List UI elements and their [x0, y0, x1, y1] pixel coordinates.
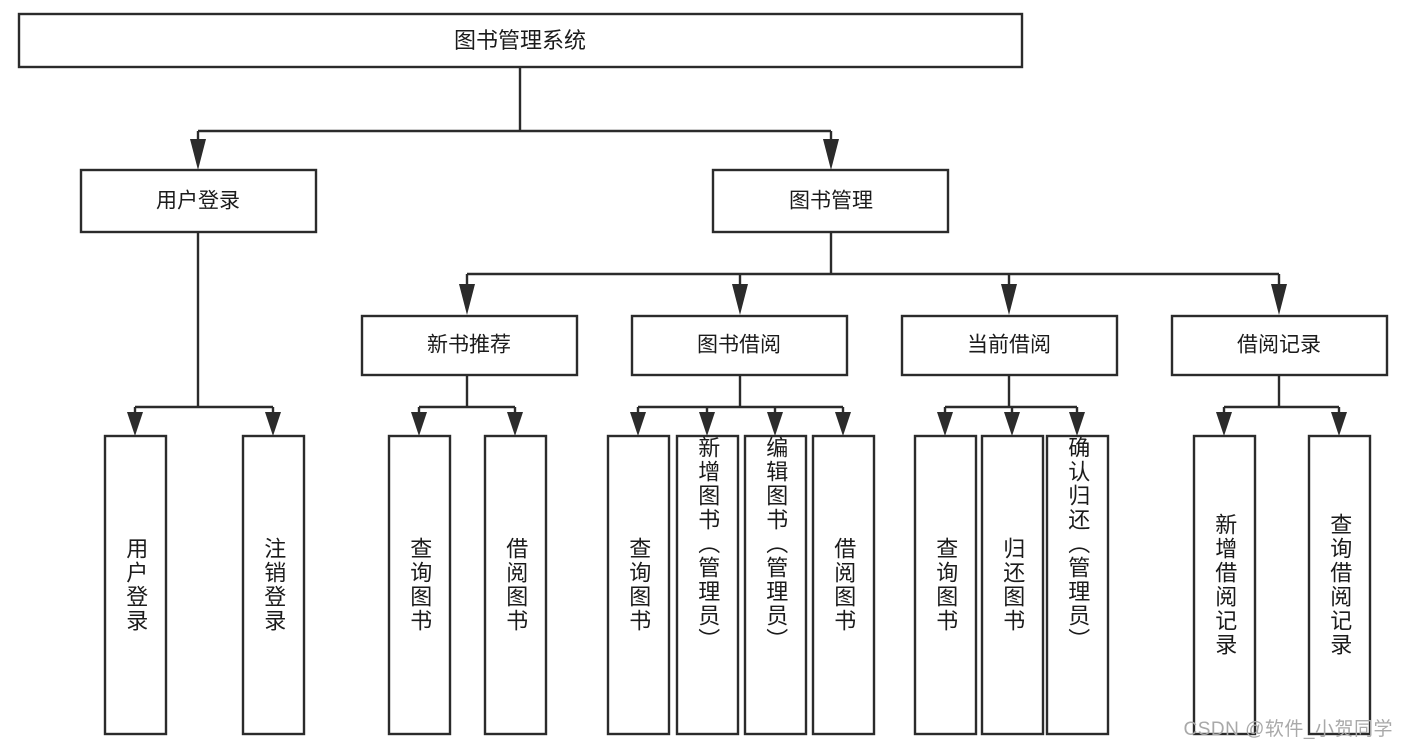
node-current-borrow-label: 当前借阅 — [967, 334, 1051, 357]
arrow-head-new-book-recommend — [459, 284, 475, 315]
leaf-box-query-record[interactable] — [1307, 434, 1372, 736]
node-user-login[interactable]: 用户登录 — [79, 168, 318, 234]
leaf-boxes-user-login — [103, 434, 306, 736]
connectors-current-borrow-to-leaves — [937, 375, 1085, 436]
connectors-book-management-to-level3 — [459, 232, 1287, 315]
leaf-box-confirm-return[interactable] — [1045, 434, 1110, 736]
arrow-head-leaf-user-login — [127, 412, 143, 436]
node-current-borrow[interactable]: 当前借阅 — [900, 314, 1119, 377]
leaf-boxes-new-book-recommend — [387, 434, 548, 736]
arrow-head-leaf-query-book-1 — [411, 412, 427, 436]
node-book-borrow-box[interactable] — [630, 314, 849, 377]
leaf-boxes-current-borrow — [913, 434, 1110, 736]
arrow-head-leaf-add-book — [699, 412, 715, 436]
leaf-box-logout-login[interactable] — [241, 434, 306, 736]
arrow-head-borrow-record — [1271, 284, 1287, 315]
arrow-head-leaf-logout-login — [265, 412, 281, 436]
arrow-head-leaf-return-book — [1004, 412, 1020, 436]
node-book-management[interactable]: 图书管理 — [711, 168, 950, 234]
node-user-login-label: 用户登录 — [156, 190, 240, 213]
leaf-box-query-book-3[interactable] — [913, 434, 978, 736]
node-borrow-record-box[interactable] — [1170, 314, 1389, 377]
connectors-root-to-level2 — [190, 67, 839, 170]
arrow-head-leaf-query-book-3 — [937, 412, 953, 436]
connectors-book-borrow-to-leaves — [630, 375, 851, 436]
leaf-box-query-book-2[interactable] — [606, 434, 671, 736]
csdn-watermark: CSDN @软件_小贺同学 — [1183, 719, 1393, 740]
arrow-head-user-login — [190, 139, 206, 170]
connectors-borrow-record-to-leaves — [1216, 375, 1347, 436]
node-user-login-box[interactable] — [79, 168, 318, 234]
arrow-head-leaf-confirm-return — [1069, 412, 1085, 436]
leaf-box-add-book[interactable] — [675, 434, 740, 736]
arrow-head-leaf-edit-book — [767, 412, 783, 436]
node-book-management-label: 图书管理 — [789, 190, 873, 213]
arrow-head-current-borrow — [1001, 284, 1017, 315]
arrow-head-leaf-borrow-book-1 — [507, 412, 523, 436]
node-borrow-record-label: 借阅记录 — [1237, 334, 1321, 357]
node-book-borrow-label: 图书借阅 — [697, 334, 781, 357]
arrow-head-leaf-query-record — [1331, 412, 1347, 436]
node-new-book-recommend-label: 新书推荐 — [427, 334, 511, 357]
node-root-label: 图书管理系统 — [454, 28, 586, 53]
connectors-new-book-recommend-to-leaves — [411, 375, 523, 436]
node-borrow-record[interactable]: 借阅记录 — [1170, 314, 1389, 377]
node-new-book-recommend[interactable]: 新书推荐 — [360, 314, 579, 377]
arrow-head-leaf-add-record — [1216, 412, 1232, 436]
arrow-head-leaf-query-book-2 — [630, 412, 646, 436]
leaf-box-query-book-1[interactable] — [387, 434, 452, 736]
leaf-box-borrow-book-1[interactable] — [483, 434, 548, 736]
leaf-box-add-record[interactable] — [1192, 434, 1257, 736]
leaf-boxes-borrow-record — [1192, 434, 1372, 736]
leaf-boxes-book-borrow — [606, 434, 876, 736]
node-current-borrow-box[interactable] — [900, 314, 1119, 377]
node-book-borrow[interactable]: 图书借阅 — [630, 314, 849, 377]
node-book-management-box[interactable] — [711, 168, 950, 234]
node-root-box[interactable] — [17, 12, 1024, 69]
arrow-head-leaf-borrow-book-2 — [835, 412, 851, 436]
leaf-box-return-book[interactable] — [980, 434, 1045, 736]
node-root[interactable]: 图书管理系统 — [17, 12, 1024, 69]
leaf-box-borrow-book-2[interactable] — [811, 434, 876, 736]
arrow-head-book-management — [823, 139, 839, 170]
arrow-head-book-borrow — [732, 284, 748, 315]
leaf-box-user-login[interactable] — [103, 434, 168, 736]
node-new-book-recommend-box[interactable] — [360, 314, 579, 377]
leaf-box-edit-book[interactable] — [743, 434, 808, 736]
connectors-user-login-to-leaves — [127, 232, 281, 436]
